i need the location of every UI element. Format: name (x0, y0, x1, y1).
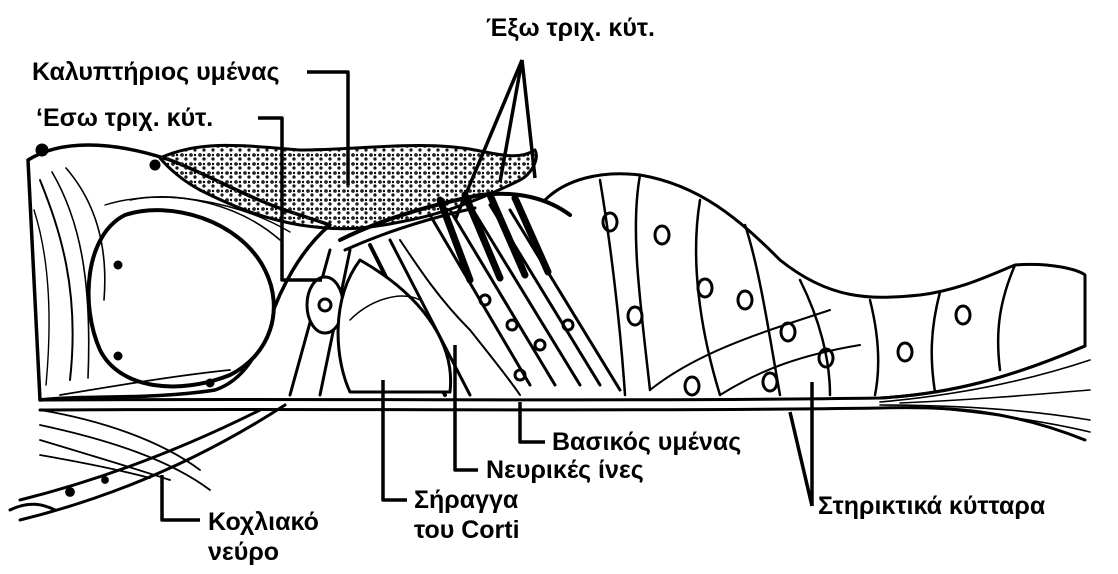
cochlear-nerve-label-line2: νεύρο (208, 538, 279, 566)
inner-hair-cells-label: ‘Εσω τριχ. κύτ. (36, 104, 213, 132)
basilar-membrane-label: Βασικός υμένας (552, 428, 741, 456)
supporting-cells-label: Στηρικτικά κύτταρα (818, 492, 1045, 520)
supporting-cells-shape (545, 174, 1085, 398)
cochlear-nerve-label-line1: Κοχλιακό (208, 508, 319, 536)
tunnel-of-corti-label-line1: Σήραγγα (414, 486, 518, 514)
tunnel-of-corti-label-line2: του Corti (414, 516, 520, 544)
nerve-fibers-label: Νευρικές ίνες (486, 456, 644, 484)
outer-hair-cells-label: Έξω τριχ. κύτ. (486, 14, 655, 42)
tunnel-of-corti-shape (338, 260, 451, 392)
tectorial-membrane-label: Καλυπτήριος υμένας (32, 58, 280, 86)
